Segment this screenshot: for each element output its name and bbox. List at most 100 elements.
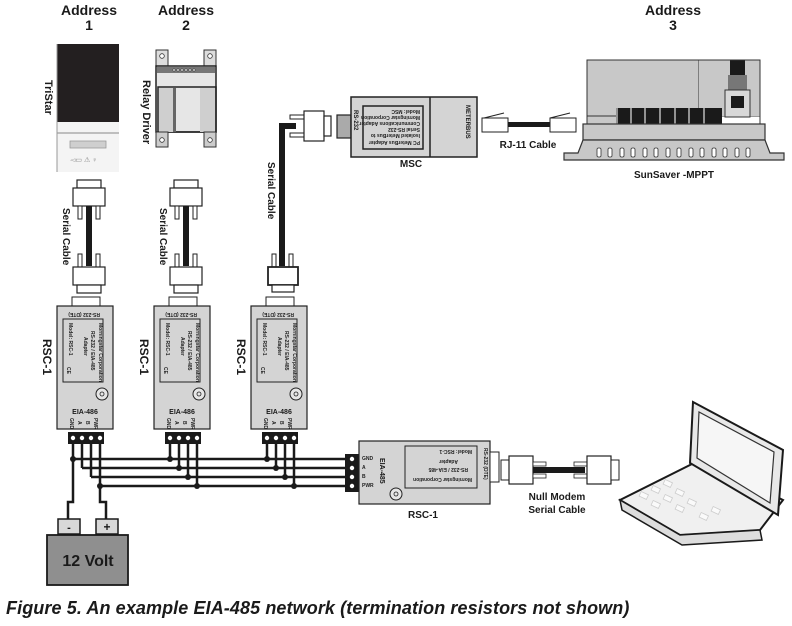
svg-text:+: +	[103, 520, 110, 534]
null-modem-label-line1: Null Modem	[529, 492, 586, 503]
svg-text:Address: Address	[645, 2, 701, 18]
svg-text:Address: Address	[158, 2, 214, 18]
serial-cable-3: Serial Cable	[265, 110, 332, 293]
svg-text:PWR: PWR	[286, 418, 292, 430]
sunsaver-mppt-device: SunSaver -MPPT	[563, 59, 785, 181]
svg-text:Morningstar Corporation: Morningstar Corporation	[97, 323, 103, 382]
svg-text:B: B	[84, 421, 90, 425]
sunsaver-label: SunSaver -MPPT	[634, 170, 714, 181]
svg-text:Serial RS-232: Serial RS-232	[388, 126, 420, 132]
svg-text:RS-232 (DTE): RS-232 (DTE)	[482, 448, 488, 480]
svg-text:Adapter: Adapter	[276, 337, 282, 356]
svg-text:PWR: PWR	[189, 418, 195, 430]
tristar-status-icons: ◅▭ ⚠ ♀	[70, 156, 97, 164]
svg-text:Model: RSC-1: Model: RSC-1	[261, 323, 267, 356]
msc-rs232-port	[336, 114, 352, 139]
svg-text:A: A	[362, 465, 366, 471]
svg-text:B: B	[181, 421, 187, 425]
msc-port-label: RS-232	[352, 110, 358, 131]
svg-text:Isolated MeterBus to: Isolated MeterBus to	[371, 132, 420, 138]
svg-text:Model: RSC-1: Model: RSC-1	[67, 323, 73, 356]
svg-text:PWR: PWR	[92, 418, 98, 430]
rsc1-terminal-block	[262, 432, 298, 444]
svg-text:CE: CE	[162, 367, 168, 375]
eia485-bus	[66, 444, 345, 520]
svg-text:Model: MSC: Model: MSC	[391, 108, 420, 114]
svg-text:Morningstar Corporation: Morningstar Corporation	[413, 476, 472, 482]
svg-text:EIA-486: EIA-486	[72, 409, 98, 416]
rsc1-host-module: GND A B PWR EIA-485 Morningstar Corporat…	[345, 440, 500, 521]
svg-text:Adapter: Adapter	[439, 458, 458, 464]
svg-text:Morningstar Corporation: Morningstar Corporation	[291, 323, 297, 382]
laptop-pc	[617, 400, 785, 546]
svg-text:Address: Address	[61, 2, 117, 18]
svg-text:A: A	[76, 421, 82, 425]
svg-text:GND: GND	[362, 456, 374, 462]
msc-label: MSC	[400, 159, 422, 170]
rsc1-host-terminal-block	[345, 454, 359, 492]
svg-text:A: A	[270, 421, 276, 425]
battery-negative-terminal	[57, 518, 81, 535]
tristar-meter-slot	[69, 140, 107, 149]
svg-text:PC MeterBus Adapter: PC MeterBus Adapter	[369, 139, 420, 145]
msc-nameplate	[362, 105, 424, 150]
svg-text:2: 2	[182, 17, 190, 33]
battery-12v: - + 12 Volt	[46, 518, 129, 586]
svg-text:RS-232 (DTE): RS-232 (DTE)	[165, 311, 197, 317]
svg-text:RS-232 / EIA-485: RS-232 / EIA-485	[186, 331, 192, 371]
null-modem-cable: Null Modem Serial Cable	[500, 455, 620, 516]
svg-text:Morningstar Corporation: Morningstar Corporation	[361, 114, 420, 120]
rsc1-terminal-block	[165, 432, 201, 444]
rsc1-label: RSC-1	[234, 339, 248, 375]
svg-text:A: A	[173, 421, 179, 425]
svg-text:PWR: PWR	[362, 483, 374, 489]
address-2-label: Address 2	[158, 2, 214, 33]
bus-junction-dots	[70, 456, 297, 489]
tristar-label: TriStar	[42, 80, 54, 116]
rj11-cable-label: RJ-11 Cable	[500, 140, 557, 151]
svg-text:RS-232 / EIA-485: RS-232 / EIA-485	[428, 466, 468, 472]
rj11-cable: RJ-11 Cable	[481, 112, 577, 151]
sunsaver-terminal-block	[616, 108, 722, 124]
rsc1-module-3: RS-232 (DTE) Morningstar Corporation RS-…	[234, 296, 308, 444]
rsc1-host-label: RSC-1	[408, 510, 438, 521]
null-modem-label-line2: Serial Cable	[528, 505, 586, 516]
svg-text:Communications Adapter: Communications Adapter	[359, 120, 420, 126]
msc-meterbus-label: METERBUS	[464, 105, 470, 139]
tristar-display-panel	[57, 44, 119, 122]
svg-text:CE: CE	[65, 367, 71, 375]
svg-text:-: -	[67, 522, 71, 534]
svg-text:GND: GND	[262, 418, 268, 430]
svg-text:RS-232 (DTE): RS-232 (DTE)	[262, 311, 294, 317]
svg-text:GND: GND	[165, 418, 171, 430]
figure-caption: Figure 5. An example EIA-485 network (te…	[6, 598, 630, 618]
battery-positive-terminal	[95, 518, 119, 535]
svg-text:EIA-486: EIA-486	[266, 409, 292, 416]
rsc1-module-2: RS-232 (DTE) Morningstar Corporation RS-…	[137, 296, 211, 444]
svg-text:GND: GND	[68, 418, 74, 430]
serial-cable-2-label: Serial Cable	[157, 208, 168, 266]
svg-text:Adapter: Adapter	[179, 337, 185, 356]
relay-driver-device: Relay Driver	[140, 49, 217, 148]
svg-text:EIA-485: EIA-485	[378, 458, 385, 484]
svg-text:Model: RSC-1: Model: RSC-1	[164, 323, 170, 356]
rsc1-terminal-block	[68, 432, 104, 444]
svg-text:3: 3	[669, 17, 677, 33]
svg-text:RS-232 / EIA-485: RS-232 / EIA-485	[283, 331, 289, 371]
serial-cable-2: Serial Cable	[157, 179, 203, 294]
svg-text:RS-232 / EIA-485: RS-232 / EIA-485	[89, 331, 95, 371]
battery-body	[46, 534, 129, 586]
svg-text:Morningstar Corporation: Morningstar Corporation	[194, 323, 200, 382]
svg-text:EIA-486: EIA-486	[169, 409, 195, 416]
svg-text:CE: CE	[259, 367, 265, 375]
address-3-label: Address 3	[645, 2, 701, 33]
laptop-screen	[696, 411, 775, 505]
serial-cable-1-label: Serial Cable	[60, 208, 71, 266]
svg-text:B: B	[362, 474, 366, 480]
address-1-label: Address 1	[61, 2, 117, 33]
rsc1-module-1: RS-232 (DTE) Morningstar Corporation RS-…	[40, 296, 114, 444]
svg-text:RS-232 (DTE): RS-232 (DTE)	[68, 311, 100, 317]
svg-text:B: B	[278, 421, 284, 425]
rsc1-label: RSC-1	[40, 339, 54, 375]
